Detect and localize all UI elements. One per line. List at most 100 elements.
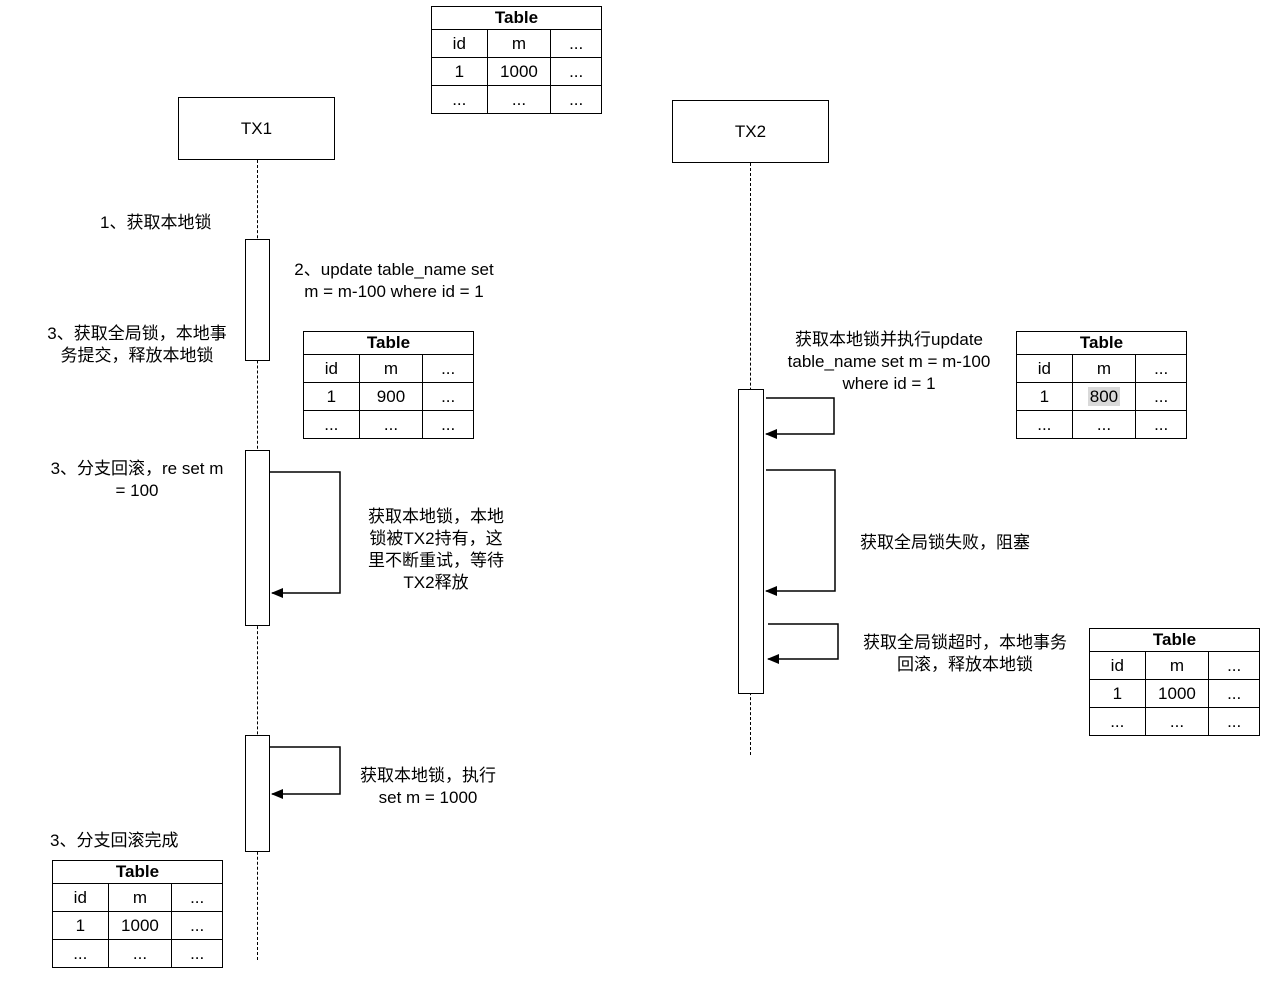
label-tx2-timeout: 获取全局锁超时，本地事务 回滚，释放本地锁 (850, 632, 1080, 676)
table-cell: ... (1208, 707, 1260, 736)
label-done-text: 3、分支回滚完成 (50, 831, 179, 850)
table-row: 1 1000 ... (1089, 679, 1260, 708)
table-header-row: id m ... (1016, 354, 1187, 383)
label-tx2-update-line1: 获取本地锁并执行update (795, 330, 983, 349)
participant-tx1-label: TX1 (240, 118, 273, 138)
label-step2-line1: 2、update table_name set (294, 260, 494, 279)
table-row: ... ... ... (1089, 707, 1260, 736)
table-cell: 1000 (107, 911, 173, 940)
table-cell: ... (550, 85, 602, 114)
table-header-row: id m ... (52, 883, 223, 912)
table-cell: ... (1208, 679, 1260, 708)
table-cell: ... (422, 410, 474, 439)
table-cell: 1 (52, 911, 109, 940)
table-header-cell: m (1071, 354, 1137, 383)
activation-tx1-1 (245, 239, 270, 361)
table-header-row: id m ... (431, 29, 602, 58)
table-title: Table (1089, 628, 1260, 652)
label-step1-text: 1、获取本地锁 (100, 213, 212, 232)
table-cell: ... (52, 939, 109, 968)
table-cell: 1 (1089, 679, 1146, 708)
label-step3-line1: 3、获取全局锁，本地事 (47, 324, 227, 343)
table-tx2-low: Table id m ... 1 1000 ... ... ... ... (1089, 628, 1260, 736)
table-title: Table (1016, 331, 1187, 355)
table-cell: ... (550, 57, 602, 86)
label-tx2-update-line2: table_name set m = m-100 (787, 352, 991, 371)
table-cell: ... (422, 382, 474, 411)
table-header-cell: ... (171, 883, 223, 912)
activation-tx2 (738, 389, 764, 694)
table-header-cell: ... (422, 354, 474, 383)
activation-tx1-2 (245, 450, 270, 626)
arrow-tx2-update (765, 397, 835, 439)
label-exec-line1: 获取本地锁，执行 (360, 766, 496, 785)
table-cell: 1 (1016, 382, 1073, 411)
table-cell: 1 (431, 57, 488, 86)
label-tx2-update-line3: where id = 1 (842, 374, 936, 393)
table-cell: ... (303, 410, 360, 439)
label-tx2-timeout-line1: 获取全局锁超时，本地事务 (863, 633, 1067, 652)
table-title: Table (431, 6, 602, 30)
arrow-tx2-block (765, 469, 836, 596)
label-step2: 2、update table_name set m = m-100 where … (283, 259, 505, 303)
table-cell: ... (1071, 410, 1137, 439)
label-exec: 获取本地锁，执行 set m = 1000 (350, 765, 506, 809)
label-exec-line2: set m = 1000 (378, 788, 478, 807)
highlighted-value: 800 (1087, 386, 1121, 406)
label-tx2-block-text: 获取全局锁失败，阻塞 (860, 533, 1030, 552)
label-retry-line1: 获取本地锁，本地 (368, 507, 504, 526)
table-top: Table id m ... 1 1000 ... ... ... ... (431, 6, 602, 114)
label-step1: 1、获取本地锁 (100, 212, 211, 234)
label-done: 3、分支回滚完成 (50, 830, 178, 852)
label-step3: 3、获取全局锁，本地事 务提交，释放本地锁 (36, 323, 238, 367)
table-header-cell: id (1016, 354, 1073, 383)
table-row: ... ... ... (1016, 410, 1187, 439)
participant-tx2-label: TX2 (734, 121, 767, 141)
label-step2-line2: m = m-100 where id = 1 (304, 282, 484, 301)
table-cell: ... (1144, 707, 1210, 736)
table-cell: ... (431, 85, 488, 114)
label-step3-line2: 务提交，释放本地锁 (60, 346, 214, 365)
label-rollback-line1: 3、分支回滚，re set m (50, 459, 224, 478)
arrow-tx1-retry (270, 471, 341, 598)
table-row: ... ... ... (303, 410, 474, 439)
table-cell: ... (486, 85, 552, 114)
table-cell: ... (1089, 707, 1146, 736)
table-header-row: id m ... (1089, 651, 1260, 680)
table-cell-highlighted: 800 (1071, 382, 1137, 411)
label-tx2-block: 获取全局锁失败，阻塞 (860, 532, 1030, 554)
table-header-cell: id (52, 883, 109, 912)
table-tx1-mid: Table id m ... 1 900 ... ... ... ... (303, 331, 474, 439)
table-cell: 1000 (1144, 679, 1210, 708)
label-retry: 获取本地锁，本地 锁被TX2持有，这 里不断重试，等待 TX2释放 (358, 506, 514, 594)
table-title: Table (303, 331, 474, 355)
table-cell: ... (171, 911, 223, 940)
table-row: 1 1000 ... (431, 57, 602, 86)
table-row: ... ... ... (431, 85, 602, 114)
table-row: 1 800 ... (1016, 382, 1187, 411)
table-cell: ... (1135, 410, 1187, 439)
table-header-cell: m (1144, 651, 1210, 680)
table-tx2-mid: Table id m ... 1 800 ... ... ... ... (1016, 331, 1187, 439)
table-header-cell: id (1089, 651, 1146, 680)
table-row: 1 1000 ... (52, 911, 223, 940)
arrow-tx1-exec (270, 746, 341, 799)
table-cell: ... (107, 939, 173, 968)
table-cell: ... (171, 939, 223, 968)
label-tx2-timeout-line2: 回滚，释放本地锁 (897, 655, 1033, 674)
table-header-cell: ... (1208, 651, 1260, 680)
table-cell: ... (358, 410, 424, 439)
label-tx2-update: 获取本地锁并执行update table_name set m = m-100 … (772, 329, 1006, 395)
label-retry-line3: 里不断重试，等待 (368, 551, 504, 570)
label-rollback: 3、分支回滚，re set m = 100 (40, 458, 234, 502)
participant-tx2: TX2 (672, 100, 829, 163)
table-cell: 1 (303, 382, 360, 411)
table-cell: 1000 (486, 57, 552, 86)
label-retry-line4: TX2释放 (403, 573, 469, 592)
table-tx1-final: Table id m ... 1 1000 ... ... ... ... (52, 860, 223, 968)
activation-tx1-3 (245, 735, 270, 852)
label-retry-line2: 锁被TX2持有，这 (369, 529, 503, 548)
table-row: ... ... ... (52, 939, 223, 968)
table-header-cell: ... (550, 29, 602, 58)
table-header-cell: ... (1135, 354, 1187, 383)
